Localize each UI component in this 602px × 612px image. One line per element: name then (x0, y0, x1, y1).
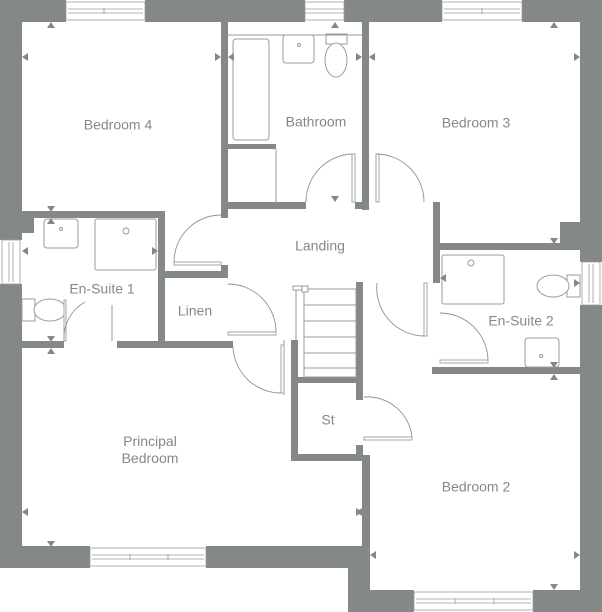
door-bathroom (305, 153, 356, 203)
arrow-up-icon (550, 244, 558, 250)
label-en-suite-2: En-Suite 2 (488, 312, 554, 329)
arrow-up-icon (47, 218, 55, 224)
en-suite-1-wc (33, 298, 67, 322)
door-bedroom-4 (173, 214, 222, 266)
arrow-left-icon (370, 551, 376, 559)
arrow-down-icon (550, 584, 558, 590)
arrow-up-icon (550, 374, 558, 380)
arrow-up-icon (47, 22, 55, 28)
internal-walls (22, 22, 580, 590)
arrow-up-icon (550, 22, 558, 28)
door-store (363, 396, 413, 441)
window-bedroom-4 (65, 1, 146, 21)
arrow-up-icon (47, 348, 55, 354)
arrow-left-icon (228, 53, 234, 61)
arrow-down-icon (47, 541, 55, 547)
window-principal-bedroom (89, 547, 207, 567)
window-bedroom-2 (413, 591, 534, 611)
window-en-suite-1 (1, 239, 21, 285)
arrow-down-icon (47, 336, 55, 342)
label-principal-bedroom: Principal Bedroom (121, 433, 179, 466)
door-en-suite-2 (439, 312, 489, 364)
en-suite-2-basin (524, 337, 560, 368)
arrow-down-icon (550, 238, 558, 244)
dimension-markers (22, 22, 580, 590)
bathroom-fixtures (228, 33, 362, 202)
door-en-suite-1 (63, 299, 86, 342)
window-bedroom-3 (441, 1, 523, 21)
arrow-left-icon (440, 274, 446, 282)
arrow-left-icon (22, 508, 28, 516)
arrow-down-icon (47, 206, 55, 212)
doors (63, 153, 489, 441)
staircase (283, 285, 357, 395)
en-suite-1-fixtures (21, 218, 157, 341)
arrow-right-icon (574, 551, 580, 559)
label-bathroom: Bathroom (285, 113, 347, 130)
label-landing: Landing (295, 237, 345, 254)
window-bathroom (304, 1, 345, 21)
arrow-left-icon (22, 247, 28, 255)
label-bedroom-4: Bedroom 4 (83, 116, 153, 133)
window-en-suite-2 (581, 261, 601, 306)
bath (232, 38, 270, 141)
arrow-up-icon (331, 22, 339, 28)
label-bedroom-2: Bedroom 2 (441, 478, 511, 495)
door-principal-bedroom (232, 344, 285, 394)
en-suite-2-fixtures (441, 254, 581, 368)
arrow-right-icon (215, 53, 221, 61)
arrow-left-icon (22, 53, 28, 61)
arrow-left-icon (369, 53, 375, 61)
label-bedroom-3: Bedroom 3 (441, 114, 511, 131)
door-linen (227, 283, 277, 336)
arrow-right-icon (574, 279, 580, 287)
arrow-right-icon (356, 53, 362, 61)
arrow-right-icon (152, 247, 158, 255)
arrow-right-icon (356, 508, 362, 516)
arrow-right-icon (574, 53, 580, 61)
door-bedroom-3 (375, 153, 425, 203)
en-suite-1-basin (43, 218, 79, 249)
door-landing-right (376, 282, 428, 337)
label-en-suite-1: En-Suite 1 (69, 280, 135, 297)
en-suite-2-wc (536, 274, 570, 298)
en-suite-1-shower-tray (94, 218, 157, 271)
en-suite-2-shower-tray (441, 254, 505, 305)
arrow-down-icon (331, 196, 339, 202)
arrow-up-icon (47, 212, 55, 218)
arrow-down-icon (550, 362, 558, 368)
bathroom-basin (282, 34, 315, 64)
label-store: St (321, 411, 335, 428)
bathroom-wc (324, 42, 348, 78)
label-linen: Linen (177, 302, 213, 319)
